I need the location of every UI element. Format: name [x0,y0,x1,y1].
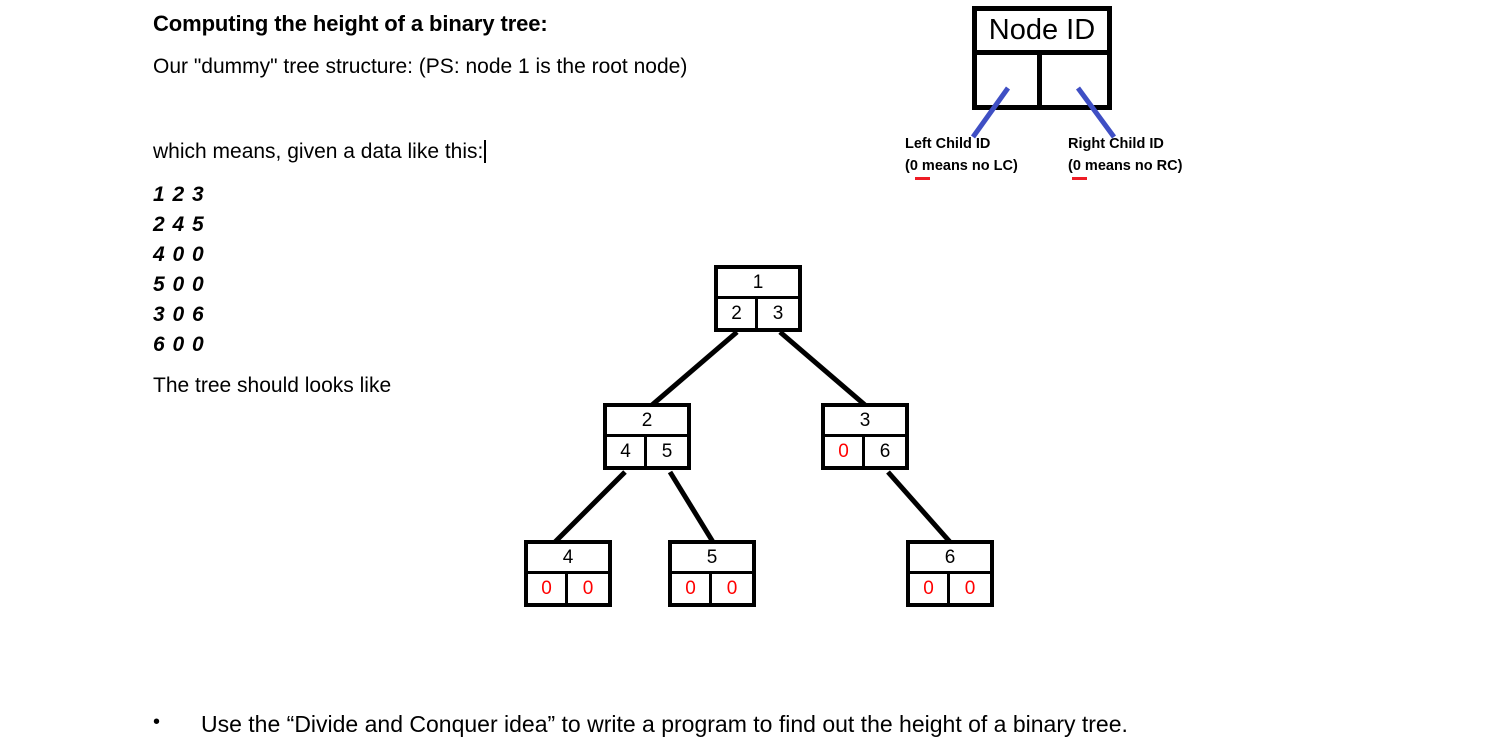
bullet-list-item: • Use the “Divide and Conquer idea” to w… [153,712,1403,736]
legend-right-child-note: (0 means no RC) [1068,158,1183,174]
tree-node-5-id: 5 [706,547,718,568]
text-cursor-caret [484,140,487,163]
tree-node-1-left-value: 2 [731,303,742,324]
tree-node-5-right-value: 0 [726,578,738,599]
data-row: 6 0 0 [153,333,205,356]
tree-node-3-right-value: 6 [879,441,891,462]
intro-text: Our "dummy" tree structure: (PS: node 1 … [153,55,688,78]
tree-node-6-children: 0 0 [910,574,990,603]
tree-node-6-right-cell: 0 [950,574,990,603]
tree-node-4-left-value: 0 [541,578,552,599]
data-row: 4 0 0 [153,243,205,266]
tree-node-1-right-cell: 3 [758,299,798,328]
which-means-label: which means, given a data like this: [153,140,484,163]
tree-node-5-left-cell: 0 [672,574,712,603]
legend-node-id-cell: Node ID [977,11,1107,55]
data-row: 2 4 5 [153,213,205,236]
tree-node-6-left-value: 0 [923,578,934,599]
tree-caption-text: The tree should looks like [153,374,392,397]
edge-1-to-2 [650,330,739,407]
tree-node-1-children: 2 3 [718,299,798,328]
legend-left-child-cell [977,55,1042,105]
tree-node-1-left-cell: 2 [718,299,758,328]
tree-node-3-id-cell: 3 [825,407,905,437]
tree-node-6-id-cell: 6 [910,544,990,574]
tree-node-5-right-cell: 0 [712,574,752,603]
tree-node-4-left-cell: 0 [528,574,568,603]
tree-node-2[interactable]: 2 4 5 [603,403,691,470]
tree-node-5-id-cell: 5 [672,544,752,574]
tree-node-4-right-value: 0 [582,578,594,599]
legend-node-box: Node ID [972,6,1112,110]
edge-2-to-4 [553,470,627,544]
legend-left-zero-underline [915,177,930,180]
tree-node-3-right-cell: 6 [865,437,905,466]
tree-node-2-id: 2 [641,410,653,431]
tree-node-2-right-cell: 5 [647,437,687,466]
legend-right-child-title: Right Child ID [1068,136,1164,152]
legend-node-id-label: Node ID [988,14,1096,46]
data-row: 5 0 0 [153,273,205,296]
tree-node-4[interactable]: 4 0 0 [524,540,612,607]
edge-3-to-6 [886,470,952,544]
tree-node-1[interactable]: 1 2 3 [714,265,802,332]
tree-node-6-right-value: 0 [964,578,976,599]
tree-node-5[interactable]: 5 0 0 [668,540,756,607]
tree-node-6-id: 6 [944,547,956,568]
tree-node-5-children: 0 0 [672,574,752,603]
legend-right-zero-underline [1072,177,1087,180]
bullet-item-text: Use the “Divide and Conquer idea” to wri… [201,711,1128,737]
legend-left-child-title: Left Child ID [905,136,991,152]
edge-2-to-5 [667,470,716,544]
tree-node-4-id: 4 [562,547,574,568]
tree-node-1-id: 1 [752,272,764,293]
tree-node-4-children: 0 0 [528,574,608,603]
edge-1-to-3 [778,330,867,407]
tree-node-6[interactable]: 6 0 0 [906,540,994,607]
bullet-marker-icon: • [153,711,161,733]
page-title: Computing the height of a binary tree: [153,11,548,36]
node-legend: Node ID Left Child ID (0 means no LC) Ri… [900,0,1220,185]
tree-node-4-id-cell: 4 [528,544,608,574]
tree-node-1-id-cell: 1 [718,269,798,299]
legend-right-child-cell [1042,55,1107,105]
binary-tree-diagram: 1 2 3 2 4 5 3 0 [500,250,1020,625]
tree-node-3[interactable]: 3 0 6 [821,403,909,470]
tree-node-5-left-value: 0 [685,578,696,599]
data-row: 1 2 3 [153,183,205,206]
legend-child-cells [977,55,1107,105]
data-row: 3 0 6 [153,303,205,326]
legend-right-child-label: Right Child ID (0 means no RC) [1068,133,1182,177]
tree-node-2-children: 4 5 [607,437,687,466]
tree-node-6-left-cell: 0 [910,574,950,603]
legend-left-child-label: Left Child ID (0 means no LC) [905,133,1018,177]
tree-node-2-id-cell: 2 [607,407,687,437]
tree-edge-lines [553,330,952,544]
tree-node-2-left-cell: 4 [607,437,647,466]
tree-node-4-right-cell: 0 [568,574,608,603]
which-means-text: which means, given a data like this: [153,140,487,164]
tree-node-1-right-value: 3 [772,303,784,324]
tree-node-3-children: 0 6 [825,437,905,466]
input-data-listing: 1 2 3 2 4 5 4 0 0 5 0 0 3 0 6 6 0 0 [153,180,205,360]
tree-node-2-left-value: 4 [620,441,631,462]
legend-left-child-note: (0 means no LC) [905,158,1018,174]
tree-node-2-right-value: 5 [661,441,673,462]
tree-node-3-id: 3 [859,410,871,431]
tree-node-3-left-value: 0 [838,441,849,462]
tree-node-3-left-cell: 0 [825,437,865,466]
